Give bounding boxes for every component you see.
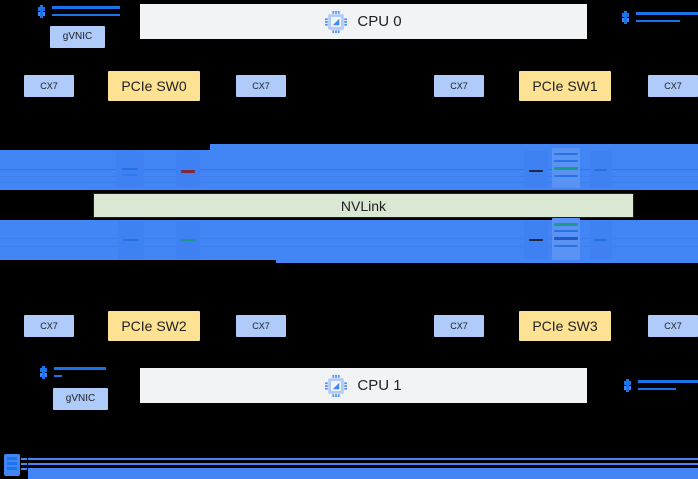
gpu-glyph-4-stripe <box>594 169 607 171</box>
cx7-1-label: CX7 <box>252 80 270 91</box>
gpu-glyph-8-stripe-c <box>554 237 578 240</box>
gvnic0-link-top <box>52 6 120 9</box>
cx7-5-box[interactable]: CX7 <box>236 315 286 337</box>
gpu-glyph-3-stripe-d <box>554 175 578 177</box>
gpu-glyph-1 <box>176 151 200 187</box>
fabric-lower-line-b <box>0 246 698 247</box>
gvnic1-connector-icon-bottom <box>40 366 47 379</box>
fabric-upper-teal-right <box>188 169 698 170</box>
gvnic1-link-bottom <box>636 20 680 22</box>
cx7-4-box[interactable]: CX7 <box>24 315 74 337</box>
gpu-glyph-7-stripe <box>529 239 543 241</box>
gvnic1-link-top <box>636 12 698 15</box>
gpu-glyph-6-stripe <box>181 239 195 241</box>
cpu1-label: CPU 1 <box>357 377 402 394</box>
gvnic1-connector-icon <box>622 11 629 24</box>
gvnic1-label: gVNIC <box>65 393 96 404</box>
gpu-glyph-2 <box>524 151 548 187</box>
gpu-glyph-3-stripe-a <box>554 153 578 155</box>
pcie-sw2-label: PCIe SW2 <box>121 318 187 334</box>
fabric-upper-teal-left <box>0 169 330 170</box>
gvnic-right-link-top <box>638 380 698 383</box>
gvnic1-box[interactable]: gVNIC <box>53 388 108 410</box>
gpu-glyph-1-stripe <box>181 170 195 173</box>
cx7-1-box[interactable]: CX7 <box>236 75 286 97</box>
cpu0-box[interactable]: CPU 0 <box>140 4 587 39</box>
fabric-lower-line-a <box>0 238 698 239</box>
gpu-glyph-8-stripe-a <box>554 223 578 226</box>
network-rail-line-mid <box>28 463 698 465</box>
gvnic0-label: gVNIC <box>62 31 93 42</box>
pcie-sw3-box[interactable]: PCIe SW3 <box>519 311 611 341</box>
gvnic0-box[interactable]: gVNIC <box>50 26 105 48</box>
cx7-2-label: CX7 <box>450 80 468 91</box>
pcie-sw2-box[interactable]: PCIe SW2 <box>108 311 200 341</box>
fabric-upper-line-a <box>0 176 698 177</box>
cx7-3-label: CX7 <box>664 80 682 91</box>
pcie-sw0-box[interactable]: PCIe SW0 <box>108 71 200 101</box>
chip-icon <box>325 374 348 397</box>
pcie-sw1-box[interactable]: PCIe SW1 <box>519 71 611 101</box>
gpu-glyph-2-stripe <box>529 170 543 172</box>
gpu-fabric-band-lower-cap <box>276 258 698 263</box>
cx7-6-label: CX7 <box>450 320 468 331</box>
cx7-7-label: CX7 <box>664 320 682 331</box>
fabric-upper-line-b <box>0 182 698 183</box>
gpu-glyph-8-stripe-b <box>554 230 578 232</box>
cx7-2-box[interactable]: CX7 <box>434 75 484 97</box>
cx7-6-box[interactable]: CX7 <box>434 315 484 337</box>
cx7-3-box[interactable]: CX7 <box>648 75 698 97</box>
cpu0-label: CPU 0 <box>357 13 402 30</box>
cpu1-box[interactable]: CPU 1 <box>140 368 587 403</box>
gvnic-right-connector-icon <box>624 379 631 392</box>
network-rail-line-bottom <box>28 468 698 479</box>
gpu-fabric-band-upper-cap <box>210 144 698 152</box>
chip-icon <box>325 10 348 33</box>
cx7-0-box[interactable]: CX7 <box>24 75 74 97</box>
gpu-glyph-9-stripe <box>594 239 607 241</box>
cx7-0-label: CX7 <box>40 80 58 91</box>
pcie-sw3-label: PCIe SW3 <box>532 318 598 334</box>
gpu-fabric-band-lower <box>0 220 698 260</box>
pcie-sw1-label: PCIe SW1 <box>532 78 598 94</box>
pcie-sw0-label: PCIe SW0 <box>121 78 187 94</box>
cx7-5-label: CX7 <box>252 320 270 331</box>
gpu-glyph-5-stripe <box>123 239 138 241</box>
gvnic1-bottom-link-top <box>54 367 106 370</box>
gvnic-right-link-bottom <box>638 388 676 390</box>
network-rail-icon <box>4 454 27 476</box>
gpu-glyph-0-stripe-a <box>122 168 138 170</box>
gvnic0-link-bottom <box>52 14 120 16</box>
gpu-glyph-3-stripe-c <box>554 167 578 170</box>
gvnic1-bottom-link-bottom <box>54 375 62 377</box>
nvlink-label: NVLink <box>340 197 387 214</box>
network-rail-line-top <box>28 458 698 460</box>
nvlink-box[interactable]: NVLink <box>93 193 634 218</box>
gpu-glyph-3-stripe-b <box>554 160 578 162</box>
gpu-glyph-8-stripe-d <box>554 245 578 247</box>
cx7-4-label: CX7 <box>40 320 58 331</box>
gpu-glyph-0-stripe-b <box>122 174 138 176</box>
cx7-7-box[interactable]: CX7 <box>648 315 698 337</box>
gvnic0-connector-icon <box>38 5 45 18</box>
